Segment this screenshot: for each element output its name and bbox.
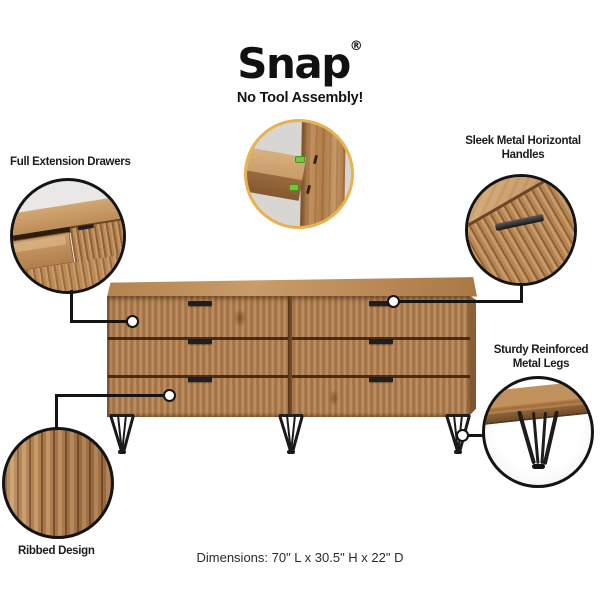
callout-marker-ribbed [163,389,176,402]
callout-line-ribbed [55,394,167,397]
drawer-handle [188,339,212,344]
callout-marker-legs [456,429,469,442]
wood-shelf [247,145,307,201]
dimensions-text: Dimensions: 70" L x 30.5" H x 22" D [196,550,404,565]
hairpin-leg [104,414,140,455]
leg-foot [531,463,546,470]
open-drawer-inset-photo [10,178,126,294]
dresser-bottom-closeup [485,380,591,426]
callout-marker-drawers [126,315,139,328]
snap-pin-icon [294,156,305,164]
tagline: No Tool Assembly! [236,90,364,106]
wood-post [300,122,346,226]
snap-joint-inset-photo [244,119,354,229]
dresser-top [106,277,477,298]
drawer-handle [369,339,393,344]
hairpin-leg [273,414,309,455]
dresser-drawer-front [107,296,470,417]
drawer-handle [369,301,393,306]
snap-pin-icon [288,184,299,192]
label-sturdy-metal-legs: Sturdy Reinforced Metal Legs [493,344,589,370]
hairpin-leg-inset-photo [482,376,594,488]
callout-line-drawers [70,320,130,323]
callout-line-ribbed [55,394,58,428]
label-sleek-metal-handles: Sleek Metal Horizontal Handles [465,135,581,161]
callout-line-legs [468,434,484,437]
callout-line-handles [399,300,523,303]
brand-name: Snap [237,39,351,88]
dresser-side-panel [469,295,476,416]
ribbed-texture-inset-photo [2,427,114,539]
drawer-handle [369,377,393,382]
callout-line-handles [520,283,523,303]
drawer-handle [188,377,212,382]
label-full-extension-drawers: Full Extension Drawers [10,156,131,168]
drawer-handle [188,301,212,306]
callout-marker-handles [387,295,400,308]
hairpin-leg [440,414,476,455]
metal-handle-inset-photo [465,174,577,286]
label-ribbed-design: Ribbed Design [18,545,95,557]
registered-trademark-icon: ® [349,39,363,54]
callout-line-drawers [70,290,73,322]
brand-logo: Snap® [0,40,600,85]
